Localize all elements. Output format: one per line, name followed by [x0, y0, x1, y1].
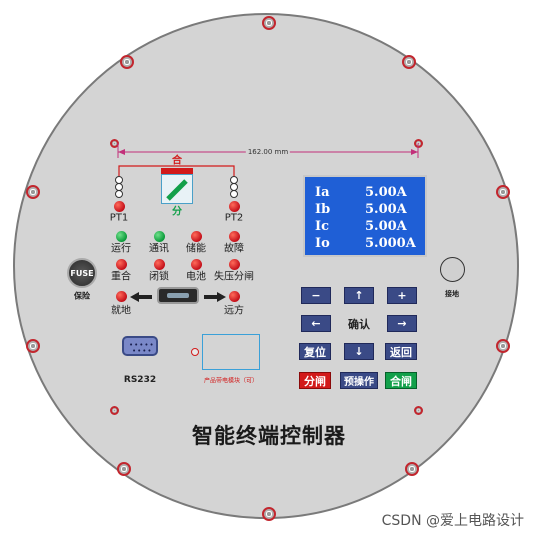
down-button[interactable]: ↓: [344, 343, 374, 360]
indicator-label: 储能: [186, 243, 206, 255]
right-button[interactable]: →: [387, 315, 417, 332]
fuse-holder[interactable]: FUSE: [67, 258, 97, 288]
module-indicator: [191, 348, 199, 356]
pt2-coil-icon: [230, 176, 238, 198]
screw-icon: [402, 55, 416, 69]
ground-terminal: [440, 257, 465, 282]
back-button[interactable]: 返回: [385, 343, 417, 360]
pt2-label: PT2: [224, 212, 244, 224]
plus-button[interactable]: +: [387, 287, 417, 304]
switch-blade-icon: [166, 179, 188, 201]
confirm-button[interactable]: 确认: [348, 317, 370, 331]
controller-panel: [13, 13, 519, 519]
open-button[interactable]: 分闸: [299, 372, 331, 389]
screw-icon: [120, 55, 134, 69]
indicator-label: 故障: [224, 243, 244, 255]
open-indicator-label: 分: [172, 206, 182, 218]
screw-icon: [262, 16, 276, 30]
indicator-label: 运行: [111, 243, 131, 255]
indicator-led: [228, 230, 240, 242]
fuse-label: FUSE: [70, 268, 94, 278]
reset-button[interactable]: 复位: [299, 343, 331, 360]
screw-icon: [413, 405, 423, 415]
minus-button[interactable]: −: [301, 287, 331, 304]
pt2-led: [228, 200, 240, 212]
indicator-label: 通讯: [149, 243, 169, 255]
indicator-label: 重合: [111, 271, 131, 283]
indicator-label: 闭锁: [149, 271, 169, 283]
close-indicator-label: 合: [172, 155, 182, 167]
ground-caption: 接地: [445, 290, 459, 298]
indicator-label: 失压分闸: [214, 271, 254, 283]
pre-operate-button[interactable]: 预操作: [340, 372, 378, 389]
screw-icon: [26, 339, 40, 353]
device-title: 智能终端控制器: [192, 424, 346, 448]
screw-icon: [262, 507, 276, 521]
module-caption: 产品带电模块（可）: [203, 377, 259, 385]
indicator-led: [190, 258, 202, 270]
left-button[interactable]: ←: [301, 315, 331, 332]
pt1-label: PT1: [109, 212, 129, 224]
watermark: CSDN @爱上电路设计: [381, 513, 524, 529]
indicator-led: [153, 258, 165, 270]
selector-arrows-icon: [130, 292, 226, 302]
indicator-led: [115, 258, 127, 270]
screw-icon: [26, 185, 40, 199]
local-remote-switch[interactable]: [157, 287, 199, 304]
close-bar: [161, 168, 193, 174]
indicator-label: 电池: [186, 271, 206, 283]
pt1-coil-icon: [115, 176, 123, 198]
rs232-port[interactable]: ••••• ••••: [122, 336, 158, 356]
remote-label: 远方: [224, 305, 244, 317]
local-label: 就地: [111, 305, 131, 317]
module-window: [202, 334, 260, 370]
pt1-led: [113, 200, 125, 212]
screw-icon: [496, 339, 510, 353]
screw-icon: [496, 185, 510, 199]
screw-icon: [109, 405, 119, 415]
close-button[interactable]: 合闸: [385, 372, 417, 389]
indicator-led: [190, 230, 202, 242]
local-led: [115, 290, 127, 302]
breaker-switch: [161, 174, 193, 204]
remote-led: [228, 290, 240, 302]
indicator-led: [115, 230, 127, 242]
rs232-label: RS232: [123, 375, 157, 385]
indicator-led: [228, 258, 240, 270]
fuse-caption: 保险: [74, 291, 90, 301]
screw-icon: [117, 462, 131, 476]
indicator-led: [153, 230, 165, 242]
screw-icon: [405, 462, 419, 476]
up-button[interactable]: ↑: [344, 287, 374, 304]
dimension-label: 162.00 mm: [245, 148, 291, 156]
